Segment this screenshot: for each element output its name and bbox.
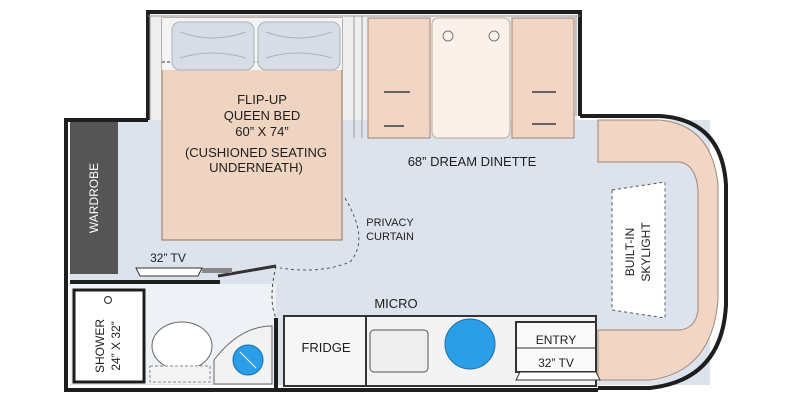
entry-label: ENTRY: [536, 333, 576, 347]
privacy-curtain-label-line2: CURTAIN: [366, 231, 414, 243]
skylight-label-line2: SKYLIGHT: [639, 222, 653, 282]
shower-label-line2: 24” X 32”: [109, 321, 123, 370]
cupholder-left: [442, 30, 454, 42]
bed-label-line4: (CUSHIONED SEATING: [185, 145, 327, 160]
privacy-curtain-label-line1: PRIVACY: [366, 217, 414, 229]
skylight-label-line1: BUILT-IN: [623, 228, 637, 276]
toilet: [151, 321, 213, 371]
bed-label-line5: UNDERNEATH): [209, 160, 303, 175]
privacy-curtain-line: [279, 197, 360, 271]
bedroom-tv: [135, 267, 203, 277]
slide-walls: [146, 10, 582, 120]
seatbelts: [384, 91, 556, 127]
fridge: [283, 315, 367, 387]
bath-door: [271, 265, 277, 319]
dinette-table: [431, 17, 511, 139]
outer-walls: [64, 118, 598, 392]
front-wall: [580, 114, 728, 390]
dinette-bench-left: [367, 17, 431, 139]
entry-tv: [515, 371, 601, 381]
entry-tv-label: 32” TV: [538, 356, 574, 370]
dinette-seat-front: [597, 119, 719, 381]
skylight: [611, 181, 666, 319]
bedroom-tv-label: 32” TV: [150, 251, 186, 265]
bed-label-line1: FLIP-UP: [237, 92, 287, 107]
stove: [369, 329, 429, 373]
wardrobe: [70, 122, 118, 274]
pillow-left: [171, 21, 255, 71]
shower: [72, 288, 146, 384]
galley-sink-icon: [444, 318, 496, 370]
cupholder-right: [488, 30, 500, 42]
shower-drain: [103, 295, 113, 305]
dinette-bench-right: [511, 17, 575, 139]
shower-label-line1: SHOWER: [93, 319, 107, 373]
pillow-right: [257, 21, 341, 71]
bed-label-line2: QUEEN BED: [224, 108, 301, 123]
fridge-label: FRIDGE: [301, 340, 350, 355]
micro-label: MICRO: [374, 296, 417, 311]
dinette-label: 68” DREAM DINETTE: [408, 154, 537, 169]
entry-step: [515, 321, 597, 373]
wardrobe-label: WARDROBE: [87, 163, 101, 233]
bed-label: FLIP-UP QUEEN BED 60” X 74” (CUSHIONED S…: [185, 92, 327, 175]
bed-label-line3: 60” X 74”: [235, 124, 288, 139]
